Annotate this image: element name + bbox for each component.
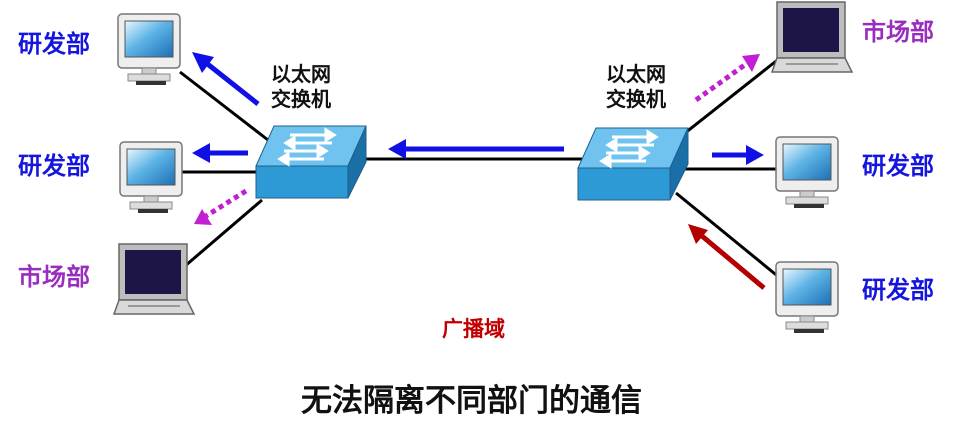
label-right-bottom: 研发部 <box>862 276 934 304</box>
connection-lines <box>179 56 781 280</box>
switch-right-label-line1: 以太网 <box>606 62 666 86</box>
label-right-top: 市场部 <box>862 18 934 46</box>
crt-monitor-icon <box>775 261 839 333</box>
arrow-to-right-top <box>694 54 760 103</box>
switch-right <box>577 127 689 201</box>
host-left-mid <box>119 141 183 213</box>
host-left-top <box>117 13 181 85</box>
label-left-bottom: 市场部 <box>18 263 90 291</box>
link-right-top <box>679 56 781 139</box>
link-right-bottom <box>675 191 781 280</box>
laptop-icon <box>770 1 854 73</box>
label-right-mid: 研发部 <box>862 152 934 180</box>
link-left-bottom <box>184 198 263 268</box>
arrow-to-left-mid <box>192 143 248 163</box>
crt-monitor-icon <box>117 13 181 85</box>
switch-right-label: 以太网 交换机 <box>606 62 666 112</box>
host-right-mid <box>775 136 839 208</box>
switch-right-label-line2: 交换机 <box>606 87 666 111</box>
switch-left-label-line2: 交换机 <box>271 87 331 111</box>
crt-monitor-icon <box>119 141 183 213</box>
host-right-bottom <box>775 261 839 333</box>
host-right-top <box>770 1 854 73</box>
arrow-trunk-leftward <box>388 139 564 159</box>
arrow-from-right-bottom <box>688 224 766 290</box>
traffic-arrows <box>192 52 766 290</box>
arrow-to-left-top <box>192 52 260 106</box>
label-left-top: 研发部 <box>18 30 90 58</box>
broadcast-domain-label: 广播域 <box>442 317 505 341</box>
crt-monitor-icon <box>775 136 839 208</box>
switch-left-label-line1: 以太网 <box>271 62 331 86</box>
ethernet-switch-icon <box>577 127 689 201</box>
switch-left-label: 以太网 交换机 <box>271 62 331 112</box>
label-left-mid: 研发部 <box>18 152 90 180</box>
link-left-top <box>179 70 269 142</box>
arrow-to-right-mid <box>712 145 764 165</box>
ethernet-switch-icon <box>255 125 367 199</box>
bottom-caption: 无法隔离不同部门的通信 <box>301 383 642 419</box>
arrow-to-left-bottom <box>194 188 248 225</box>
host-left-bottom <box>112 243 196 315</box>
switch-left <box>255 125 367 199</box>
laptop-icon <box>112 243 196 315</box>
